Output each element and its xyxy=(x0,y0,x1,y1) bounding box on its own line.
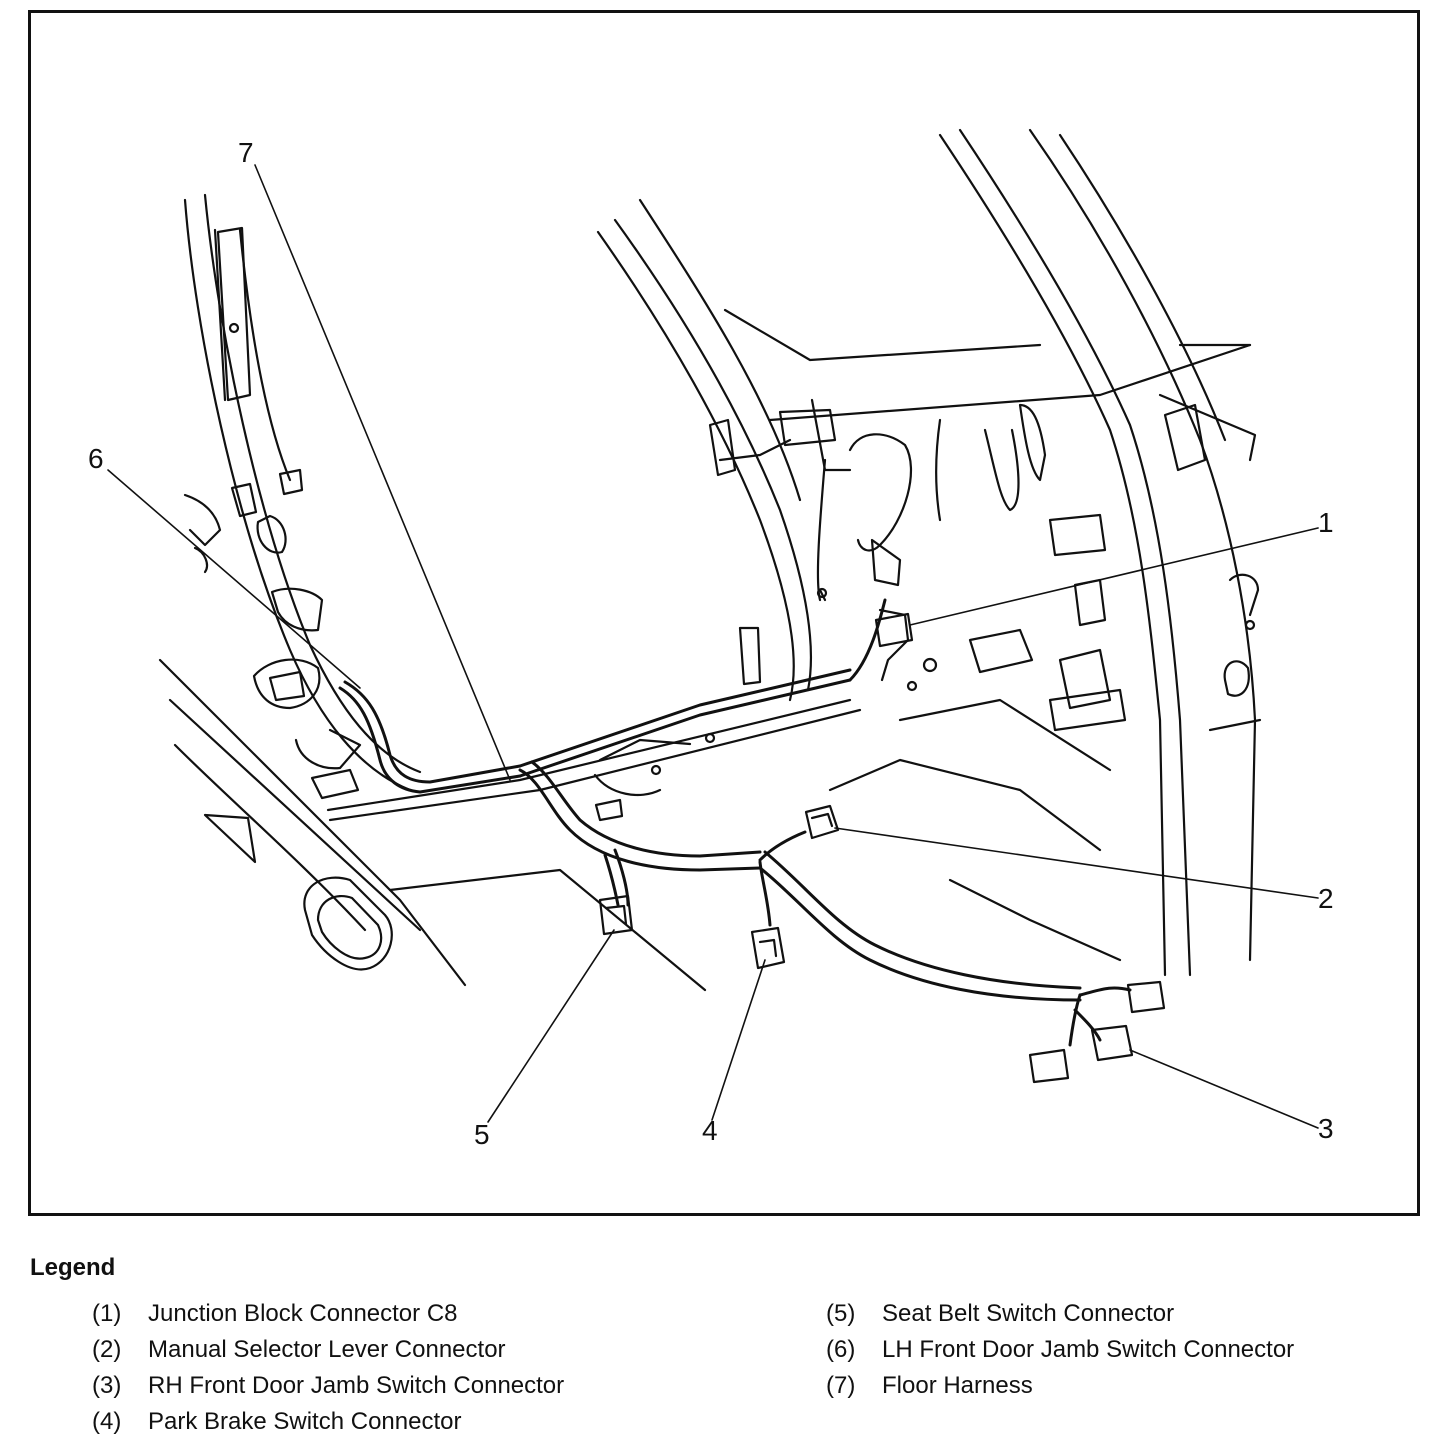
legend-item-label: Seat Belt Switch Connector xyxy=(882,1300,1175,1327)
legend-item: (1) Junction Block Connector C8 xyxy=(92,1296,564,1332)
legend-item: (6) LH Front Door Jamb Switch Connector xyxy=(826,1332,1294,1368)
callout-7: 7 xyxy=(238,137,254,168)
legend-title: Legend xyxy=(30,1254,116,1281)
legend-item-number: (1) xyxy=(92,1300,122,1327)
legend-item-label: Manual Selector Lever Connector xyxy=(148,1336,506,1363)
callout-4: 4 xyxy=(702,1115,718,1146)
left-pillar xyxy=(183,193,422,800)
callout-5: 5 xyxy=(474,1119,490,1150)
diagram-frame xyxy=(28,10,1420,1216)
legend-item-label: Park Brake Switch Connector xyxy=(148,1408,462,1435)
legend-item-number: (4) xyxy=(92,1408,122,1435)
wiring-harness-illustration: 1 2 3 4 5 6 7 xyxy=(88,128,1334,1150)
callout-6: 6 xyxy=(88,443,104,474)
connectors xyxy=(598,612,1166,1084)
callout-3: 3 xyxy=(1318,1113,1334,1144)
legend-item-number: (2) xyxy=(92,1336,122,1363)
legend-item-label: LH Front Door Jamb Switch Connector xyxy=(882,1336,1295,1363)
legend-item-label: Junction Block Connector C8 xyxy=(148,1300,458,1327)
callout-2: 2 xyxy=(1318,883,1334,914)
center-pillar xyxy=(593,198,1252,822)
legend-item-label: Floor Harness xyxy=(882,1372,1033,1399)
legend-item-number: (5) xyxy=(826,1300,856,1327)
rear-seat-area xyxy=(828,403,1127,962)
legend-item: (3) RH Front Door Jamb Switch Connector xyxy=(92,1368,564,1404)
legend-item: (5) Seat Belt Switch Connector xyxy=(826,1296,1294,1332)
legend-item: (4) Park Brake Switch Connector xyxy=(92,1404,564,1440)
legend-column-left: (1) Junction Block Connector C8 (2) Manual… xyxy=(92,1296,564,1440)
legend-item-number: (7) xyxy=(826,1372,856,1399)
floor-harness xyxy=(338,598,1132,1047)
legend-item-number: (3) xyxy=(92,1372,122,1399)
legend-item: (7) Floor Harness xyxy=(826,1368,1294,1404)
legend-item-label: RH Front Door Jamb Switch Connector xyxy=(148,1372,565,1399)
leader-lines xyxy=(107,164,1319,1129)
legend-item: (2) Manual Selector Lever Connector xyxy=(92,1332,564,1368)
legend-item-number: (6) xyxy=(826,1336,856,1363)
legend-column-right: (5) Seat Belt Switch Connector (6) LH Fron… xyxy=(826,1296,1294,1404)
door-sill xyxy=(158,658,862,992)
right-pillar xyxy=(938,128,1262,977)
callout-1: 1 xyxy=(1318,507,1334,538)
